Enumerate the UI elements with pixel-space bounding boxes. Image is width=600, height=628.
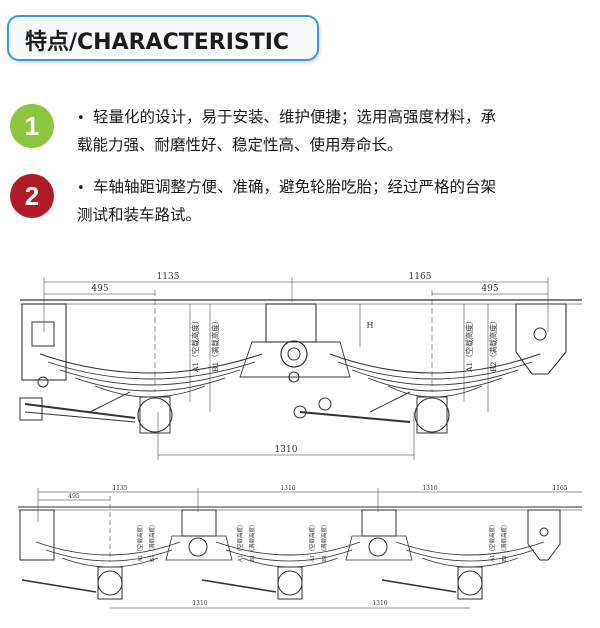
height-label: B1（满载高度） [500, 521, 508, 562]
dim-label: 1135 [112, 485, 127, 492]
height-label: A1（空载高度） [236, 522, 244, 563]
feature-line: 载能力强、耐磨性好、稳定性高、使用寿命长。 [77, 136, 403, 154]
height-label: A1（空载高度） [190, 317, 200, 373]
dim-label: 1310 [280, 485, 295, 492]
dim-label: 495 [68, 493, 80, 500]
height-label: A1（空载高度） [488, 522, 496, 563]
height-label: A1（空载高度） [136, 522, 144, 563]
feature-text: • 车轴轴距调整方便、准确，避免轮胎吃胎；经过严格的台架 测试和装车路试。 [77, 174, 592, 229]
bullet: • [77, 181, 85, 196]
feature-line: 测试和装车路试。 [77, 206, 202, 224]
dim-label: 1165 [552, 485, 567, 492]
dim-label: 1135 [157, 272, 180, 282]
feature-number-badge: 2 [10, 174, 54, 218]
dim-label: 1165 [409, 272, 432, 282]
height-label: B1（满载高度） [320, 521, 328, 562]
dim-label: 495 [91, 284, 108, 294]
bullet: • [77, 111, 85, 126]
height-label: B1（满载高度） [248, 521, 256, 562]
feature-line: 车轴轴距调整方便、准确，避免轮胎吃胎；经过严格的台架 [93, 178, 497, 196]
suspension-drawing: 1135 1165 495 495 1310 H A1（空载高度） B1（满载高… [18, 272, 582, 609]
dim-label: 495 [481, 284, 498, 294]
dim-label: 1310 [192, 600, 207, 607]
dim-label: 1310 [372, 600, 387, 607]
height-label: A1（空载高度） [464, 317, 474, 373]
height-label: A1（空载高度） [308, 522, 316, 563]
feature-text: • 轻量化的设计，易于安装、维护便捷；选用高强度材料，承 载能力强、耐磨性好、稳定… [77, 104, 592, 159]
feature-number-badge: 1 [10, 104, 54, 148]
dim-label: 1310 [422, 485, 437, 492]
section-title: 特点/CHARACTERISTIC [25, 30, 290, 55]
section-header: 特点/CHARACTERISTIC [7, 15, 319, 61]
height-label: B1（满载高度） [210, 317, 220, 372]
dim-label: 1310 [275, 445, 298, 455]
height-label: B2（满载高度） [488, 317, 498, 372]
feature-line: 轻量化的设计，易于安装、维护便捷；选用高强度材料，承 [93, 108, 497, 126]
dim-label: H [367, 321, 374, 330]
height-label: B1（满载高度） [148, 521, 156, 562]
